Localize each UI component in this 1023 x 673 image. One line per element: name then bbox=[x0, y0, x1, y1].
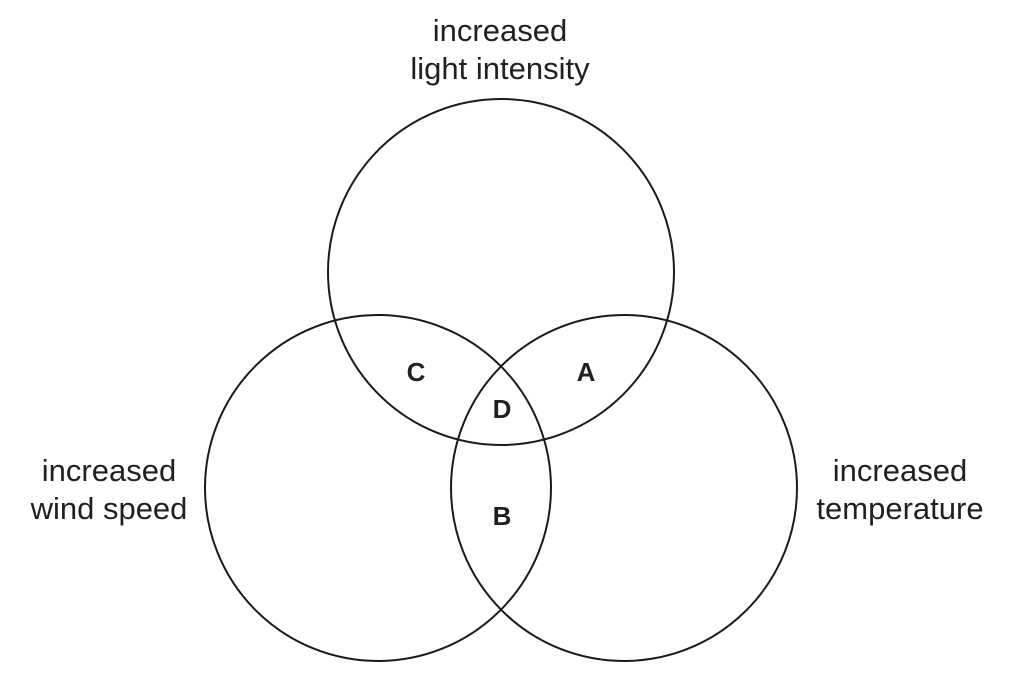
label-temperature: increased temperature bbox=[800, 452, 1000, 528]
label-light-intensity-line2: light intensity bbox=[410, 51, 590, 86]
circle-wind-speed bbox=[204, 314, 552, 662]
circle-temperature bbox=[450, 314, 798, 662]
label-wind-speed-line1: increased bbox=[41, 453, 177, 488]
region-label-a: A bbox=[577, 357, 596, 387]
label-temperature-line1: increased bbox=[832, 453, 968, 488]
region-label-c: C bbox=[407, 357, 426, 387]
label-wind-speed: increased wind speed bbox=[14, 452, 204, 528]
circle-light-intensity bbox=[327, 98, 675, 446]
label-wind-speed-line2: wind speed bbox=[30, 491, 188, 526]
label-temperature-line2: temperature bbox=[816, 491, 984, 526]
region-label-b: B bbox=[493, 501, 512, 531]
region-label-d: D bbox=[493, 394, 512, 424]
label-light-intensity-line1: increased bbox=[432, 13, 568, 48]
label-light-intensity: increased light intensity bbox=[400, 12, 600, 88]
